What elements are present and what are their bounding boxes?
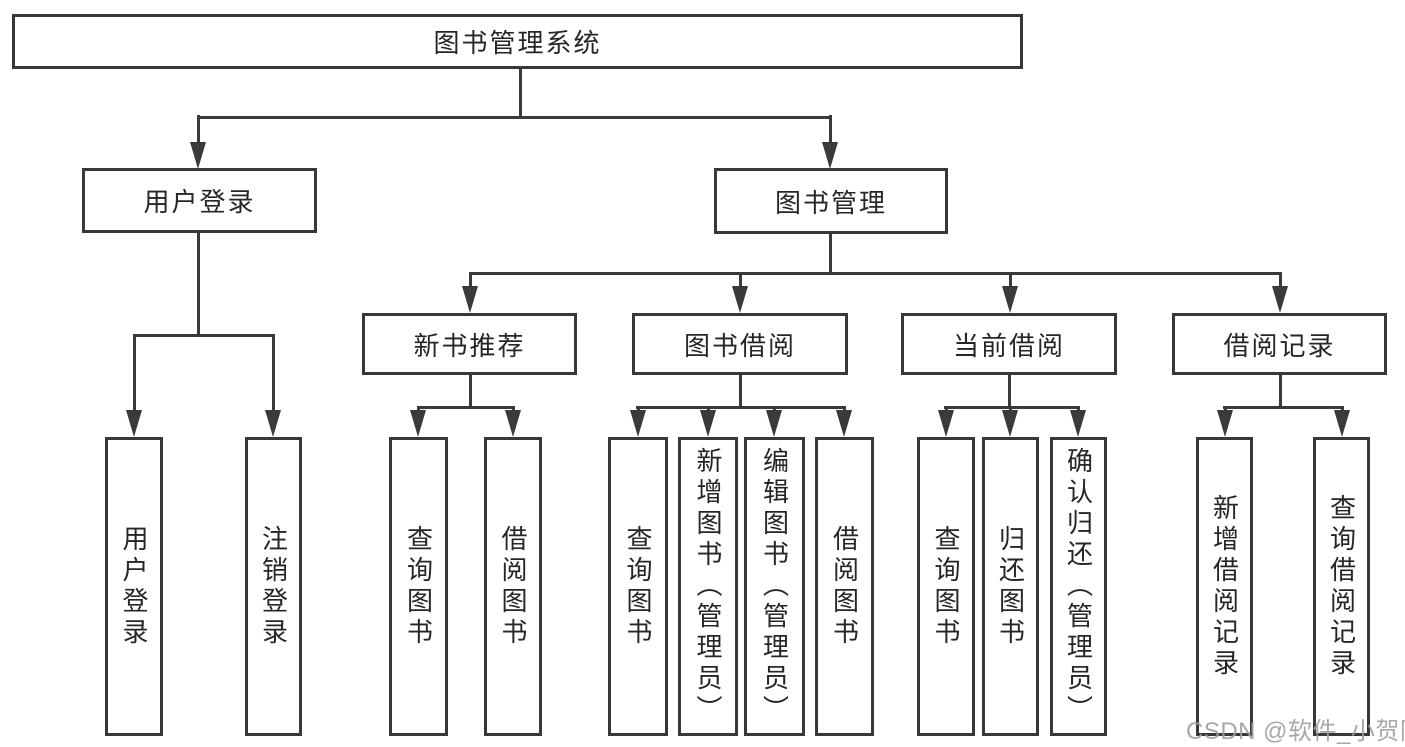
arrowhead-down-icon <box>264 410 281 437</box>
connector-line <box>1278 374 1282 408</box>
connector-line <box>1223 405 1343 409</box>
node-records: 借阅记录 <box>1172 313 1387 375</box>
arrowhead-down-icon <box>765 410 782 437</box>
node-borrow: 图书借阅 <box>632 313 848 375</box>
node-rec-query-label: 查询图书 <box>403 524 434 649</box>
connector-line <box>738 272 742 290</box>
connector-line <box>944 405 1079 409</box>
node-current-label: 当前借阅 <box>952 330 1065 361</box>
arrowhead-down-icon <box>629 410 646 437</box>
arrowhead-down-icon <box>189 142 206 169</box>
connector-line <box>738 374 742 408</box>
node-borrow-borrow: 借阅图书 <box>815 437 874 736</box>
arrowhead-down-icon <box>1069 410 1086 437</box>
connector-line <box>417 405 514 409</box>
node-mgmt-label: 图书管理 <box>774 187 887 218</box>
node-rec-borrow: 借阅图书 <box>484 437 542 736</box>
node-login-logout: 注销登录 <box>245 437 302 736</box>
node-borrow-query-label: 查询图书 <box>623 524 653 649</box>
connector-line <box>518 67 522 117</box>
node-login: 用户登录 <box>82 168 317 233</box>
arrowhead-down-icon <box>1333 410 1350 437</box>
arrowhead-down-icon <box>409 410 426 437</box>
node-borrow-label: 图书借阅 <box>683 330 796 361</box>
connector-line <box>828 232 832 274</box>
node-sys: 图书管理系统 <box>12 14 1023 69</box>
node-rec-borrow-label: 借阅图书 <box>498 524 528 649</box>
connector-line <box>468 272 472 290</box>
connector-line <box>1278 272 1282 290</box>
node-login-logout-label: 注销登录 <box>258 524 289 649</box>
node-records-label: 借阅记录 <box>1223 330 1336 361</box>
connector-line <box>828 115 832 147</box>
node-records-query-label: 查询借阅记录 <box>1326 493 1357 680</box>
arrowhead-down-icon <box>461 286 478 313</box>
node-sys-label: 图书管理系统 <box>433 28 602 58</box>
node-rec-query: 查询图书 <box>389 437 448 736</box>
node-rec-label: 新书推荐 <box>413 330 526 361</box>
node-borrow-add: 新增图书（管理员） <box>678 437 738 736</box>
node-borrow-edit: 编辑图书（管理员） <box>744 437 805 736</box>
node-current-confirm-label: 确认归还（管理员） <box>1063 447 1094 726</box>
connector-line <box>469 271 1281 275</box>
node-current-confirm: 确认归还（管理员） <box>1050 437 1107 736</box>
arrowhead-down-icon <box>1216 410 1233 437</box>
arrowhead-down-icon <box>821 142 838 169</box>
arrowhead-down-icon <box>1001 410 1018 437</box>
node-current-query: 查询图书 <box>917 437 975 736</box>
connector-line <box>198 115 831 119</box>
node-borrow-borrow-label: 借阅图书 <box>829 524 860 649</box>
watermark: CSDN @软件_小贺同学 <box>1186 718 1405 745</box>
connector-line <box>133 333 274 337</box>
node-current-return-label: 归还图书 <box>995 524 1026 649</box>
node-current-return: 归还图书 <box>982 437 1039 736</box>
connector-line <box>468 374 472 408</box>
node-current-query-label: 查询图书 <box>931 524 961 649</box>
connector-line <box>132 334 136 413</box>
node-records-add: 新增借阅记录 <box>1196 437 1253 736</box>
arrowhead-down-icon <box>937 410 954 437</box>
node-current: 当前借阅 <box>901 313 1117 375</box>
connector-line <box>636 405 845 409</box>
arrowhead-down-icon <box>504 410 521 437</box>
arrowhead-down-icon <box>731 286 748 313</box>
arrowhead-down-icon <box>1271 286 1288 313</box>
connector-line <box>271 334 275 413</box>
node-borrow-query: 查询图书 <box>608 437 668 736</box>
connector-line <box>1008 272 1012 290</box>
node-login-user: 用户登录 <box>105 437 163 736</box>
node-borrow-edit-label: 编辑图书（管理员） <box>759 447 790 726</box>
node-borrow-add-label: 新增图书（管理员） <box>693 447 723 726</box>
connector-line <box>1007 374 1011 408</box>
connector-line <box>196 115 200 147</box>
arrowhead-down-icon <box>835 410 852 437</box>
node-login-user-label: 用户登录 <box>119 524 149 649</box>
arrowhead-down-icon <box>699 410 716 437</box>
node-login-label: 用户登录 <box>143 187 256 217</box>
node-records-query: 查询借阅记录 <box>1313 437 1370 736</box>
node-rec: 新书推荐 <box>362 313 577 375</box>
connector-line <box>196 231 200 336</box>
node-records-add-label: 新增借阅记录 <box>1209 493 1240 680</box>
node-mgmt: 图书管理 <box>714 168 948 234</box>
arrowhead-down-icon <box>125 410 142 437</box>
arrowhead-down-icon <box>1001 286 1018 313</box>
